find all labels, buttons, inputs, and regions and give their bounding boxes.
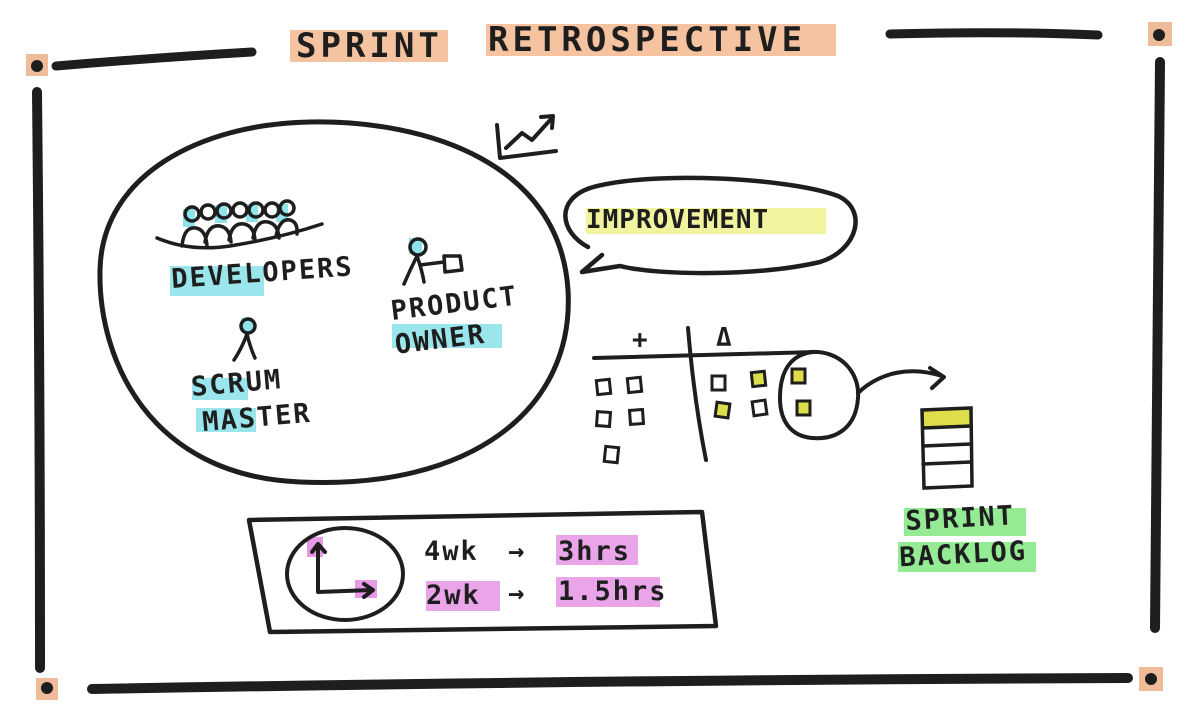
selected-notes-loop <box>777 349 861 441</box>
sticky-note-yellow <box>749 369 768 389</box>
sprint-backlog-icon <box>920 406 974 490</box>
scrum-master-line-2: MASTER <box>201 398 313 438</box>
improvement-highlight <box>586 208 826 234</box>
developers-label-highlight <box>170 266 264 296</box>
scrum-master-icon <box>232 317 257 362</box>
retro-board: + Δ <box>592 323 946 465</box>
developers-label: DEVELOPERS <box>170 251 354 295</box>
scrum-master-label-highlight-2 <box>196 408 256 432</box>
corner-dot-bottom-right <box>1145 673 1157 685</box>
timebox-row2-from-highlight <box>426 581 500 611</box>
frame-top-right-line <box>885 28 1103 40</box>
timebox-row1-arrow: → <box>508 536 526 567</box>
sticky-note <box>627 407 646 427</box>
corner-dot-top-left <box>31 60 43 72</box>
product-owner-label: PRODUCT OWNER <box>389 281 520 361</box>
board-lines <box>592 326 818 462</box>
scrum-master-label: SCRUM MASTER <box>190 364 313 438</box>
timebox: 4wk → 3hrs 2wk → 1.5hrs <box>246 509 719 635</box>
backlog-label-highlight-1 <box>904 508 1026 536</box>
sticky-note <box>594 377 613 397</box>
clock-icon <box>285 526 405 622</box>
title-word-sprint: SPRINT <box>296 26 443 66</box>
board-delta-header: Δ <box>716 323 732 353</box>
sticky-note <box>710 374 727 392</box>
sticky-note <box>750 398 769 418</box>
sticky-note-yellow <box>713 400 732 420</box>
plus-column-notes <box>594 375 646 465</box>
improvement-speech-bubble <box>563 175 858 276</box>
product-owner-line-1: PRODUCT <box>389 281 520 327</box>
timebox-row1-highlight <box>556 535 638 565</box>
timebox-row1-from: 4wk <box>424 536 479 567</box>
scrum-master-label-highlight-1 <box>192 378 248 400</box>
corner-dot-top-right <box>1153 29 1165 41</box>
improvement-label: IMPROVEMENT <box>586 205 769 235</box>
frame-bottom-line <box>87 673 1133 694</box>
corner-dots <box>26 22 1172 700</box>
frame-left-line <box>32 87 45 673</box>
frame <box>32 28 1165 694</box>
timebox-row2-from: 2wk <box>426 580 481 611</box>
title-word-retrospective: RETROSPECTIVE <box>488 20 806 60</box>
title-highlight-1 <box>290 30 448 62</box>
backlog-label-highlight-2 <box>898 542 1036 572</box>
timebox-row2-to: 1.5hrs <box>558 576 668 607</box>
sticky-note <box>594 409 613 429</box>
sprint-backlog-label: SPRINT BACKLOG <box>899 500 1028 574</box>
timebox-border <box>246 509 719 635</box>
scrum-master-line-1: SCRUM <box>190 364 284 403</box>
title: SPRINT RETROSPECTIVE <box>290 20 836 66</box>
sprint-backlog-line-2: BACKLOG <box>899 536 1028 574</box>
frame-top-left-line <box>51 47 257 71</box>
product-owner-label-highlight <box>392 324 502 348</box>
frame-right-line <box>1150 57 1165 633</box>
sticky-note-yellow <box>790 367 807 385</box>
corner-dot-bottom-left <box>41 682 53 694</box>
sprint-backlog-line-1: SPRINT <box>905 500 1016 537</box>
delta-column-notes <box>710 367 812 420</box>
developers-icon <box>155 199 324 250</box>
trend-chart-icon <box>495 114 558 160</box>
sticky-note-yellow <box>795 399 812 417</box>
sticky-note <box>602 444 621 465</box>
board-plus-header: + <box>632 325 648 355</box>
to-backlog-arrow <box>856 366 946 395</box>
product-owner-icon <box>402 237 464 286</box>
timebox-row2-arrow: → <box>508 578 526 609</box>
timebox-row1-to: 3hrs <box>558 536 631 567</box>
sticky-note <box>625 375 644 395</box>
scrum-team-circle <box>97 119 571 486</box>
timebox-row2-to-highlight <box>556 577 660 607</box>
title-highlight-2 <box>486 24 836 56</box>
